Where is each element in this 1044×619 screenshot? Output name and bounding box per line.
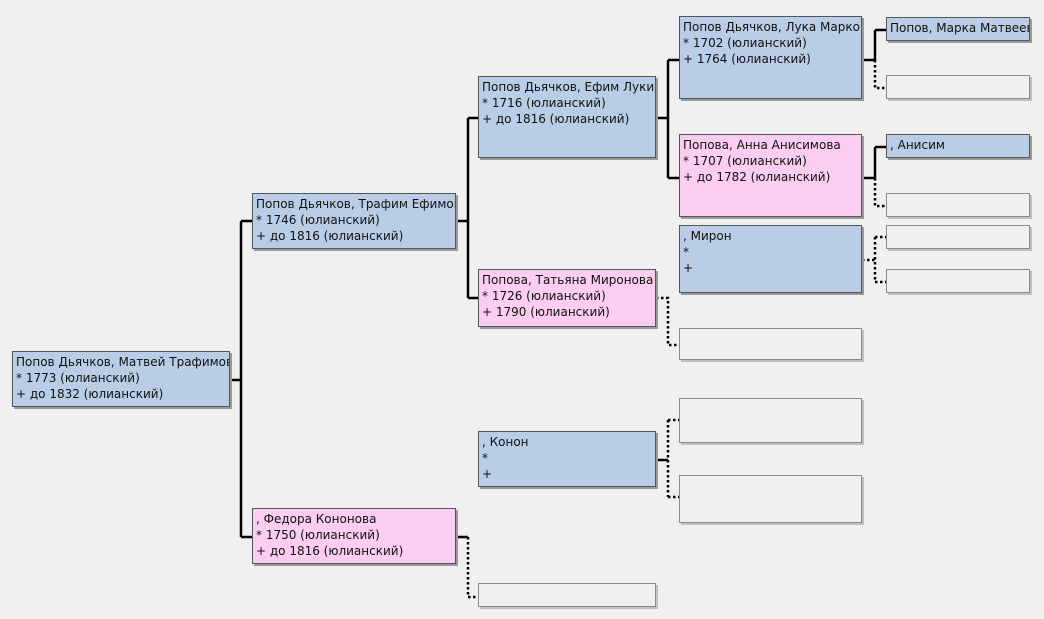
person-death: + до 1816 (юлианский) bbox=[256, 229, 404, 243]
person-birth: * 1716 (юлианский) bbox=[482, 96, 606, 110]
person-box-anisim[interactable]: , Анисим bbox=[886, 134, 1030, 158]
person-box-miron[interactable]: , Мирон * + bbox=[679, 225, 862, 293]
person-birth: * 1702 (юлианский) bbox=[683, 36, 807, 50]
empty-person-box[interactable] bbox=[886, 225, 1030, 249]
person-box-anna[interactable]: Попова, Анна Анисимова * 1707 (юлианский… bbox=[679, 134, 862, 217]
connector-p6-dotted bbox=[666, 418, 679, 499]
person-box-marka[interactable]: Попов, Марка Матвеев bbox=[886, 17, 1030, 41]
connector-p7 bbox=[862, 28, 886, 62]
person-name: , Анисим bbox=[890, 138, 945, 152]
empty-person-box[interactable] bbox=[886, 193, 1030, 217]
person-birth: * 1773 (юлианский) bbox=[16, 371, 140, 385]
person-death: + до 1816 (юлианский) bbox=[256, 544, 404, 558]
connector-p2 bbox=[456, 116, 478, 300]
person-box-matvey[interactable]: Попов Дьячков, Матвей Трафимов * 1773 (ю… bbox=[12, 351, 230, 407]
person-box-luka[interactable]: Попов Дьячков, Лука Марков * 1702 (юлиан… bbox=[679, 16, 862, 99]
connector-p8-dotted bbox=[873, 178, 886, 208]
empty-person-box[interactable] bbox=[478, 583, 656, 607]
connector-p4 bbox=[656, 58, 679, 180]
person-name: , Федора Кононова bbox=[256, 512, 377, 526]
person-name: , Мирон bbox=[683, 229, 732, 243]
connector-p3-dotted bbox=[466, 537, 478, 599]
person-death: + bbox=[482, 467, 493, 481]
person-name: Попов, Марка Матвеев bbox=[890, 21, 1030, 35]
person-name: , Конон bbox=[482, 435, 529, 449]
empty-person-box[interactable] bbox=[679, 475, 862, 523]
connector-p9-dotted bbox=[862, 235, 886, 284]
person-name: Попов Дьячков, Трафим Ефимов bbox=[256, 197, 456, 211]
person-death: + до 1816 (юлианский) bbox=[482, 112, 630, 126]
person-box-tatyana[interactable]: Попова, Татьяна Миронова * 1726 (юлианск… bbox=[478, 269, 656, 327]
connector-p1 bbox=[230, 219, 252, 539]
person-birth: * 1707 (юлианский) bbox=[683, 154, 807, 168]
empty-person-box[interactable] bbox=[886, 75, 1030, 99]
person-death: + bbox=[683, 261, 694, 275]
person-birth: * 1750 (юлианский) bbox=[256, 528, 380, 542]
person-birth: * bbox=[683, 245, 689, 259]
person-birth: * 1746 (юлианский) bbox=[256, 213, 380, 227]
person-box-trafim[interactable]: Попов Дьячков, Трафим Ефимов * 1746 (юли… bbox=[252, 193, 456, 249]
empty-person-box[interactable] bbox=[886, 269, 1030, 293]
person-birth: * bbox=[482, 451, 488, 465]
person-name: Попов Дьячков, Лука Марков bbox=[683, 20, 862, 34]
person-birth: * 1726 (юлианский) bbox=[482, 289, 606, 303]
person-box-efim[interactable]: Попов Дьячков, Ефим Лукин * 1716 (юлианс… bbox=[478, 76, 656, 158]
connector-p7-dotted bbox=[873, 60, 886, 90]
empty-person-box[interactable] bbox=[679, 398, 862, 443]
person-death: + до 1782 (юлианский) bbox=[683, 170, 831, 184]
person-death: + 1790 (юлианский) bbox=[482, 305, 610, 319]
empty-person-box[interactable] bbox=[679, 328, 862, 360]
connector-p5-dotted bbox=[656, 296, 679, 347]
person-name: Попов Дьячков, Матвей Трафимов bbox=[16, 355, 230, 369]
person-name: Попов Дьячков, Ефим Лукин bbox=[482, 80, 656, 94]
person-death: + до 1832 (юлианский) bbox=[16, 387, 164, 401]
person-death: + 1764 (юлианский) bbox=[683, 52, 811, 66]
person-name: Попова, Татьяна Миронова bbox=[482, 273, 654, 287]
person-box-fedora[interactable]: , Федора Кононова * 1750 (юлианский) + д… bbox=[252, 508, 456, 564]
person-box-konon[interactable]: , Конон * + bbox=[478, 431, 656, 487]
person-name: Попова, Анна Анисимова bbox=[683, 138, 841, 152]
connector-p8 bbox=[862, 145, 886, 180]
